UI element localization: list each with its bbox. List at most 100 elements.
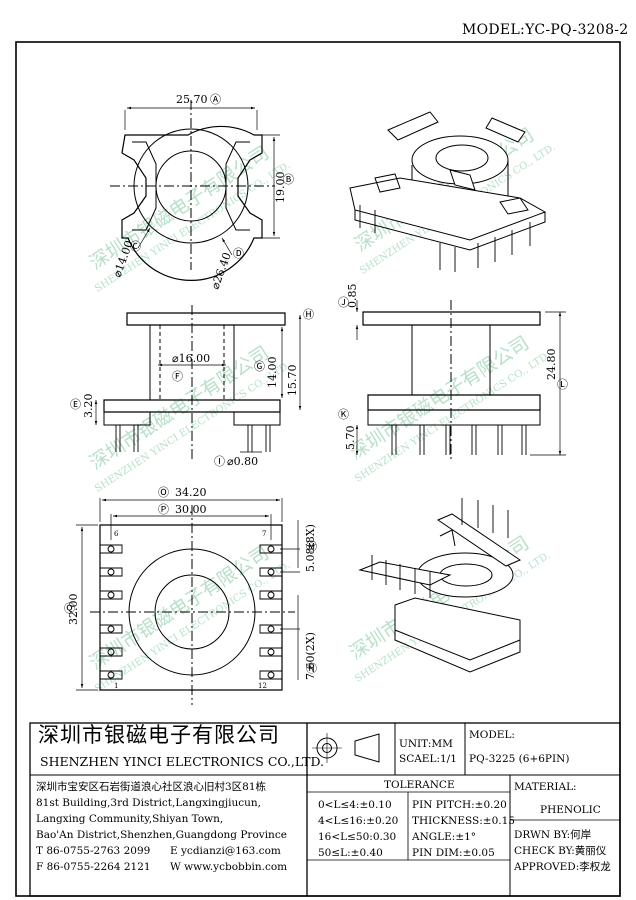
company-name-en: SHENZHEN YINCI ELECTRONICS CO.,LTD. — [40, 754, 325, 769]
bottom-right-slots — [259, 544, 282, 680]
bottom-base-outline — [99, 524, 283, 691]
iso1-base-side — [354, 210, 546, 251]
tolerance-right-2: THICKNESS:±0.15 — [412, 815, 515, 827]
address-line-4: Bao'An District,Shenzhen,Guangdong Provi… — [36, 829, 287, 841]
front-view — [94, 305, 302, 460]
marker-e: Ⓔ — [70, 398, 81, 411]
watermark-cn: 深圳市银磁电子有限公司 — [86, 542, 273, 674]
bottom-view — [76, 498, 300, 705]
dim-pin-dia: ⌀0.80 — [227, 455, 258, 468]
unit-label: UNIT:MM — [399, 738, 453, 750]
tolerance-left-4: 50≤L:±0.40 — [318, 847, 383, 859]
website: W www.ycbobbin.com — [170, 861, 288, 873]
address-line-1: 深圳市宝安区石岩街道浪心社区浪心旧村3区81栋 — [36, 781, 267, 793]
projection-symbol — [312, 733, 380, 763]
side-base — [367, 410, 541, 426]
iso1-wing-right — [485, 117, 526, 143]
model-value: PQ-3225 (6+6PIN) — [469, 753, 570, 765]
marker-c: Ⓒ — [130, 240, 141, 253]
iso2-top-block — [358, 561, 452, 586]
dim-base-w: 34.20 — [175, 486, 207, 499]
isometric-top — [349, 111, 547, 272]
marker-a: Ⓐ — [210, 93, 221, 106]
dim-pin-span: 30.00 — [175, 503, 207, 516]
side-pins — [391, 425, 527, 455]
tolerance-right-1: PIN PITCH:±0.20 — [412, 799, 507, 811]
iso2-base-side — [394, 630, 521, 673]
bottom-left-slots — [100, 544, 123, 680]
marker-m: Ⓜ — [306, 540, 317, 553]
dim-outer-dia: ⌀26.40 — [209, 251, 234, 291]
address-line-3: Langxing Community,Shiyan Town, — [36, 813, 224, 825]
dim-top-width: 25.70 — [176, 93, 208, 106]
marker-o: Ⓞ — [158, 486, 169, 499]
title-block-lines — [29, 722, 621, 897]
pin-number-12: 12 — [258, 682, 267, 690]
dim-overall-h: 24.80 — [545, 349, 558, 381]
drawn-by: DRWN BY:何岸 — [514, 829, 592, 841]
iso2-pins — [371, 498, 509, 598]
dim-base-depth: 32.00 — [67, 594, 80, 626]
address-line-2: 81st Building,3rd District,Langxingjiucu… — [36, 797, 261, 809]
pin-number-6: 6 — [114, 530, 119, 538]
dim-base-h: 3.20 — [82, 394, 95, 419]
watermark-en: SHENZHEN YINCI ELECTRONICS CO., LTD. — [93, 360, 292, 495]
dim-top-height: 19.00 — [274, 172, 287, 204]
tolerance-left-1: 0<L≤4:±0.10 — [318, 799, 392, 811]
tolerance-left-2: 4<L≤16:±0.20 — [318, 815, 399, 827]
marker-d: Ⓓ — [233, 247, 244, 260]
marker-g: Ⓖ — [254, 360, 265, 373]
marker-h: Ⓗ — [303, 308, 314, 321]
marker-p: Ⓟ — [158, 503, 169, 516]
fax: F 86-0755-2264 2121 — [36, 861, 151, 873]
pin-number-7: 7 — [262, 530, 266, 538]
marker-i: Ⓘ — [214, 455, 225, 468]
side-view — [355, 300, 566, 460]
watermark-en: SHENZHEN YINCI ELECTRONICS CO., LTD. — [353, 350, 552, 485]
isometric-bottom — [358, 498, 522, 673]
top-view — [110, 100, 280, 282]
marker-n: Ⓝ — [306, 662, 317, 675]
dim-pin-len: 5.70 — [344, 426, 357, 451]
dim-body-h: 15.70 — [286, 365, 299, 397]
tolerance-label: TOLERANCE — [384, 779, 455, 791]
bottom-pins — [107, 545, 275, 679]
marker-l: Ⓛ — [557, 378, 568, 391]
telephone: T 86-0755-2763 2099 — [36, 845, 151, 857]
tolerance-right-3: ANGLE:±1° — [412, 831, 477, 843]
scale-label: SCAEL:1/1 — [399, 753, 457, 765]
iso2-wing-fold — [439, 529, 456, 547]
marker-k: Ⓚ — [338, 408, 349, 421]
top-flange-outline — [121, 125, 263, 282]
watermark-cn: 深圳市银磁电子有限公司 — [346, 332, 533, 464]
pin-number-1: 1 — [114, 682, 118, 690]
model-label: MODEL: — [469, 729, 515, 741]
side-body — [411, 325, 491, 395]
front-base — [103, 412, 281, 426]
side-top-flange — [362, 311, 541, 326]
iso1-hole — [435, 144, 489, 172]
company-name-cn: 深圳市银磁电子有限公司 — [38, 723, 280, 747]
marker-q: Ⓠ — [64, 602, 75, 615]
dim-window-h: 14.00 — [266, 357, 279, 389]
dim-pin-pitch: 5.08(8X) — [304, 524, 317, 572]
marker-f: Ⓕ — [172, 370, 183, 383]
email: E ycdianzi@163.com — [170, 845, 281, 857]
marker-b: Ⓑ — [283, 173, 294, 186]
iso2-base — [394, 597, 521, 661]
tolerance-right-4: PIN DIM:±0.05 — [412, 847, 495, 859]
approved-by: APPROVED:李权龙 — [514, 861, 611, 873]
front-top-flange — [126, 312, 286, 326]
front-pins — [115, 425, 271, 452]
right-slot — [225, 141, 250, 231]
iso2-wing — [436, 513, 522, 567]
marker-j: Ⓙ — [338, 296, 349, 309]
dim-flange-top: 0.85 — [346, 284, 359, 309]
tolerance-left-3: 16<L≤50:0.30 — [318, 831, 397, 843]
material-label: MATERIAL: — [514, 781, 577, 793]
dim-core-dia: ⌀16.00 — [172, 352, 210, 365]
left-slot — [132, 141, 157, 231]
dim-pin-gap: 7.60(2X) — [304, 632, 317, 680]
